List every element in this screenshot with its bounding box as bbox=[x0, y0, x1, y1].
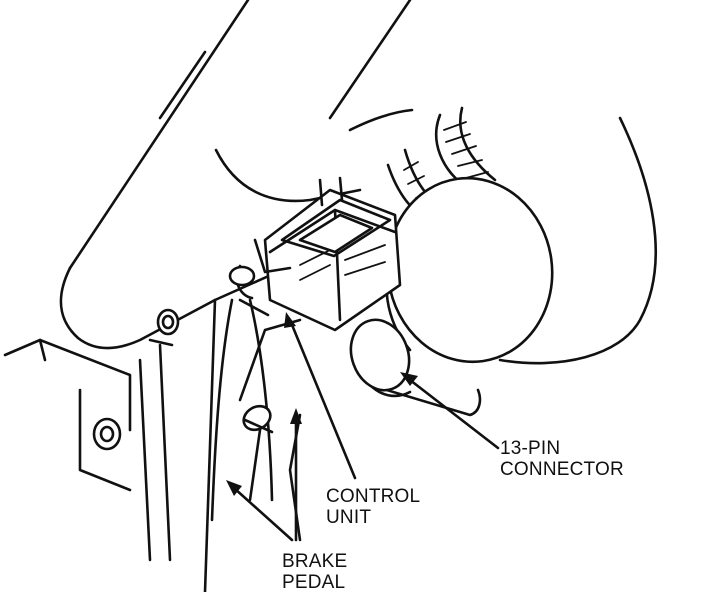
connector-label-line2: CONNECTOR bbox=[500, 459, 624, 480]
control-unit-label: CONTROL UNIT bbox=[326, 486, 420, 528]
leader-lines bbox=[226, 312, 500, 542]
lower-bracket bbox=[3, 308, 180, 562]
control-unit-label-line2: UNIT bbox=[326, 507, 372, 528]
brake-pedal-arm bbox=[203, 298, 302, 592]
brake-pedal-label-line1: BRAKE bbox=[282, 551, 348, 572]
connector-label: 13-PIN CONNECTOR bbox=[500, 438, 624, 480]
connector-housing bbox=[349, 176, 554, 417]
column-cowl bbox=[214, 0, 658, 365]
brake-pedal-label: BRAKE PEDAL bbox=[282, 551, 347, 593]
dash-panel bbox=[59, 0, 302, 350]
connector-label-line1: 13-PIN bbox=[500, 438, 561, 459]
control-unit-module bbox=[228, 176, 402, 332]
brake-pedal-label-line2: PEDAL bbox=[282, 572, 346, 593]
control-unit-label-line1: CONTROL bbox=[326, 486, 421, 507]
